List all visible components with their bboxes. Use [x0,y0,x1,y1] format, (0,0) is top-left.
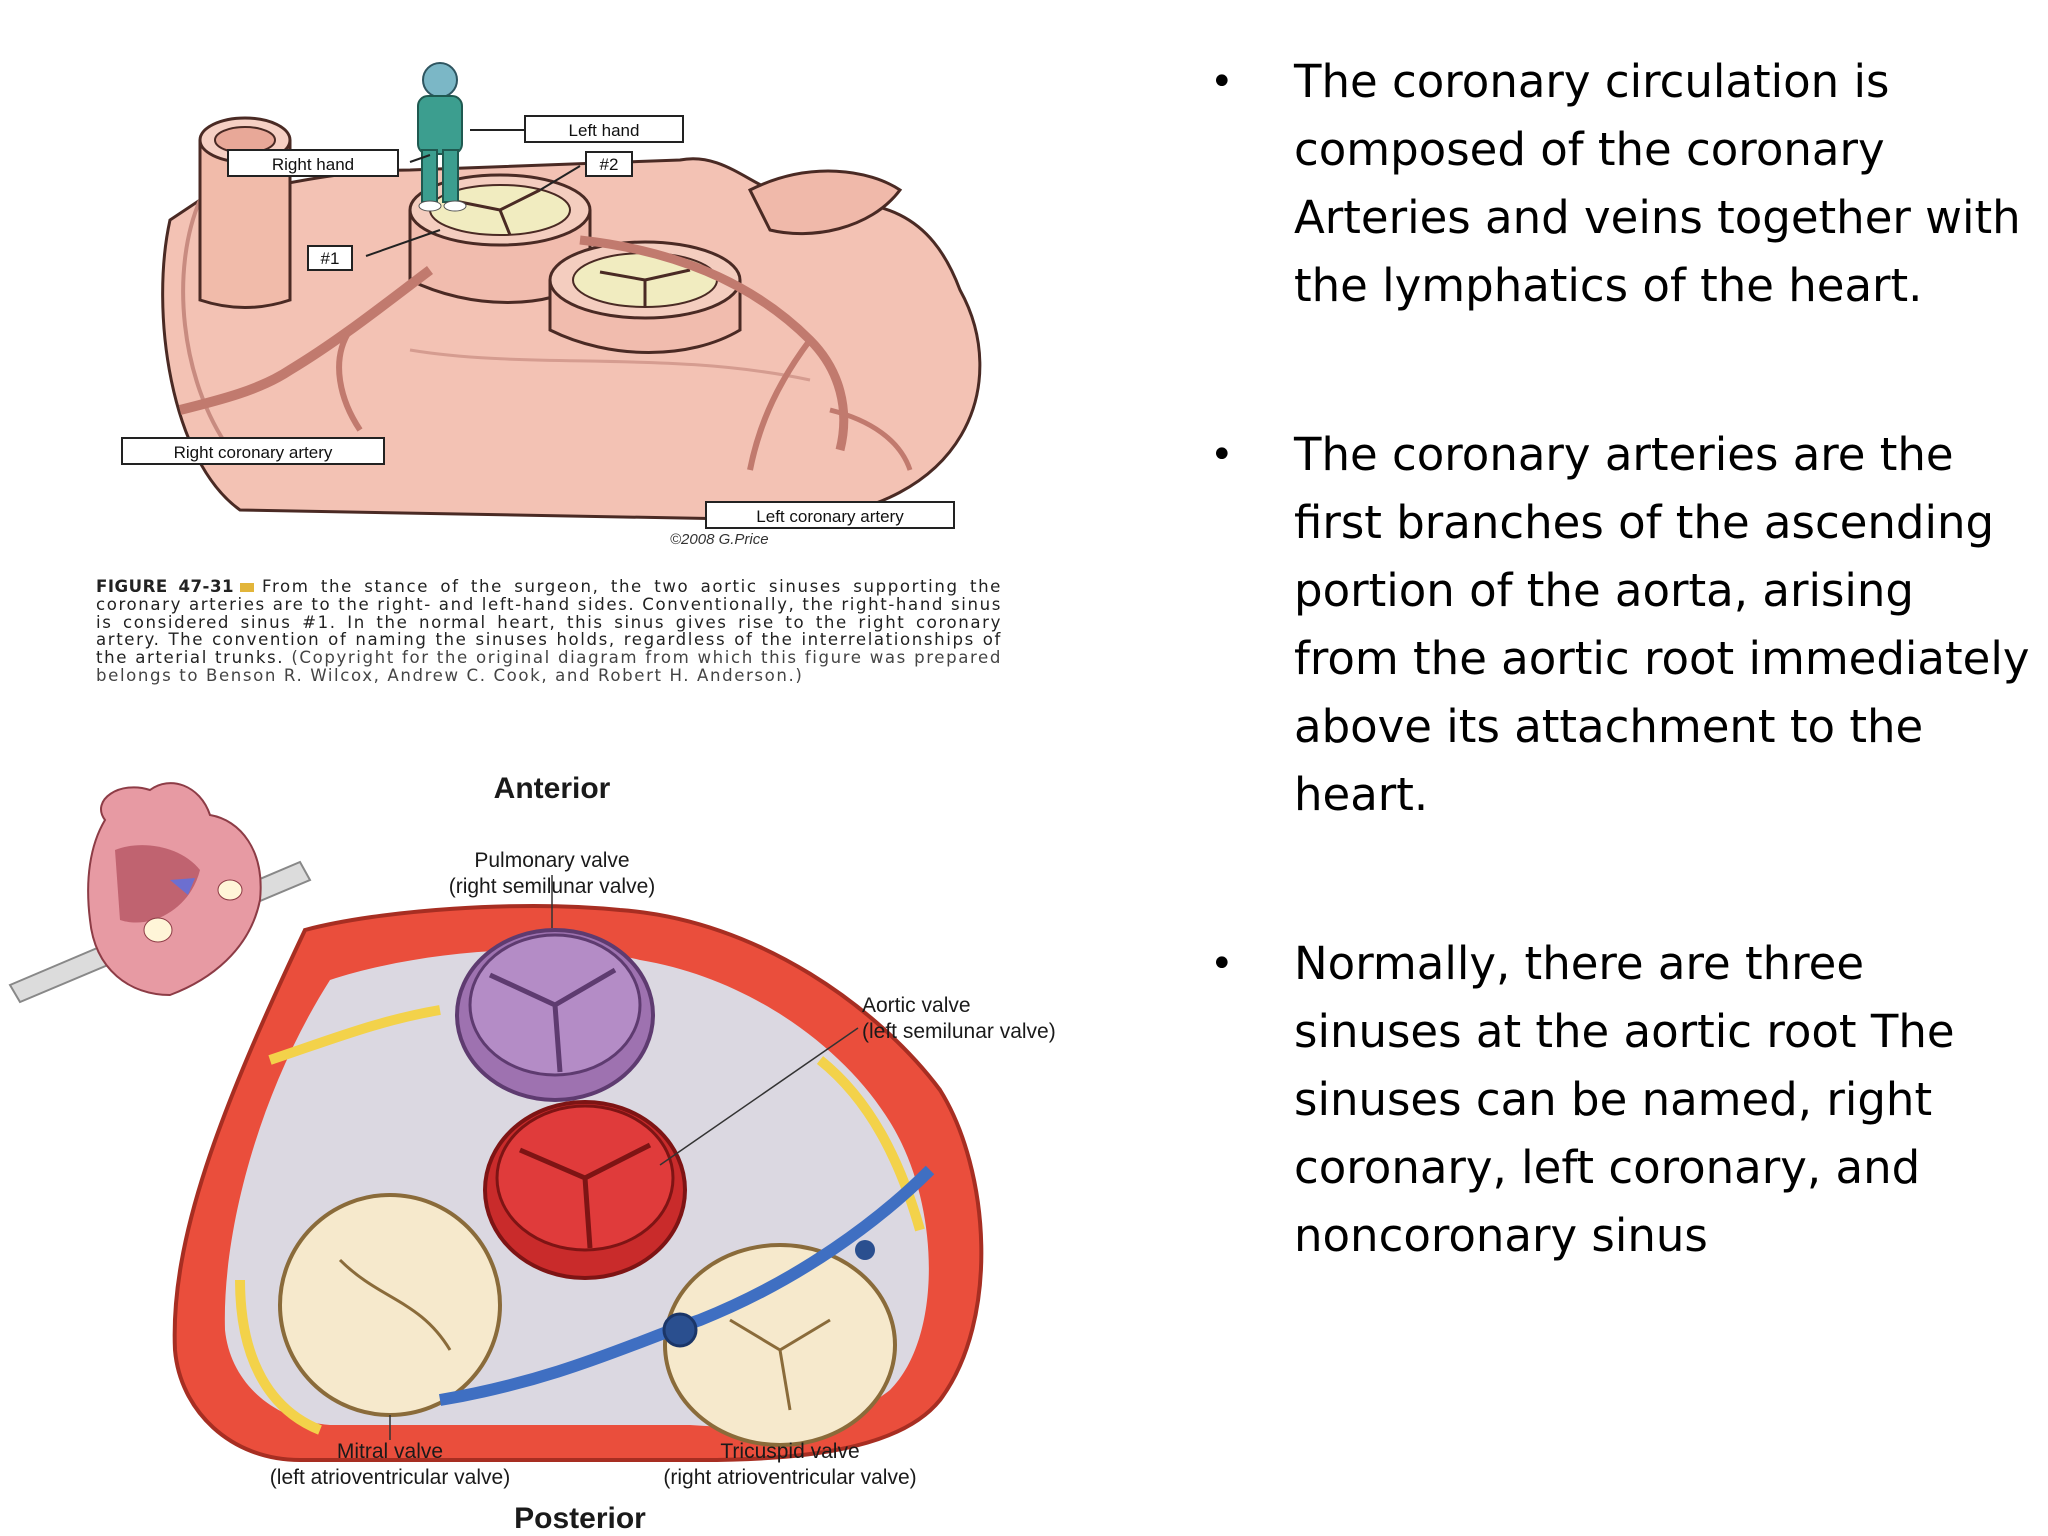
bullet-list: • The coronary circulation is composed of… [1210,48,2030,1371]
label-aortic-valve-sub: (left semilunar valve) [862,1020,1056,1043]
label-mitral-valve-sub: (left atrioventricular valve) [270,1466,510,1489]
bullet-item: • The coronary arteries are the first bra… [1210,421,2030,829]
bullet-marker: • [1210,941,1234,987]
caption-marker [240,582,255,592]
label-mitral-valve: Mitral valve [337,1440,443,1463]
bullet-text: Normally, there are three sinuses at the… [1294,937,1955,1262]
label-tricuspid-valve: Tricuspid valve [720,1440,859,1463]
copyright-mark: ©2008 G.Price [670,531,769,548]
label-right-coronary-artery: Right coronary artery [174,443,333,462]
caption-credit: (Copyright for the original diagram from… [96,648,1002,685]
heart-valves-illustration: Anterior Pulmonary valve (right semiluna… [0,760,1130,1536]
bullet-marker: • [1210,432,1234,478]
bullet-text: The coronary circulation is composed of … [1294,55,2021,312]
caption-text: From the stance of the surgeon, the two … [96,577,1002,668]
bullet-marker: • [1210,59,1234,105]
bullet-item: • Normally, there are three sinuses at th… [1210,930,2030,1270]
label-anterior: Anterior [494,772,611,805]
figure-number: FIGURE 47-31 [96,577,235,596]
label-posterior: Posterior [514,1502,646,1535]
label-aortic-valve: Aortic valve [862,994,971,1017]
label-sinus-1: #1 [321,249,340,268]
label-pulmonary-valve: Pulmonary valve [474,849,629,872]
aortic-sinus-illustration: Left hand Right hand #2 #1 Right coronar… [110,50,1010,550]
label-sinus-2: #2 [600,155,619,174]
bullet-item: • The coronary circulation is composed of… [1210,48,2030,320]
bullet-text: The coronary arteries are the first bran… [1294,428,2030,821]
label-tricuspid-valve-sub: (right atrioventricular valve) [663,1466,916,1489]
label-left-hand: Left hand [569,121,640,140]
label-right-hand: Right hand [272,155,354,174]
label-pulmonary-valve-sub: (right semilunar valve) [449,875,656,898]
label-left-coronary-artery: Left coronary artery [756,507,904,526]
